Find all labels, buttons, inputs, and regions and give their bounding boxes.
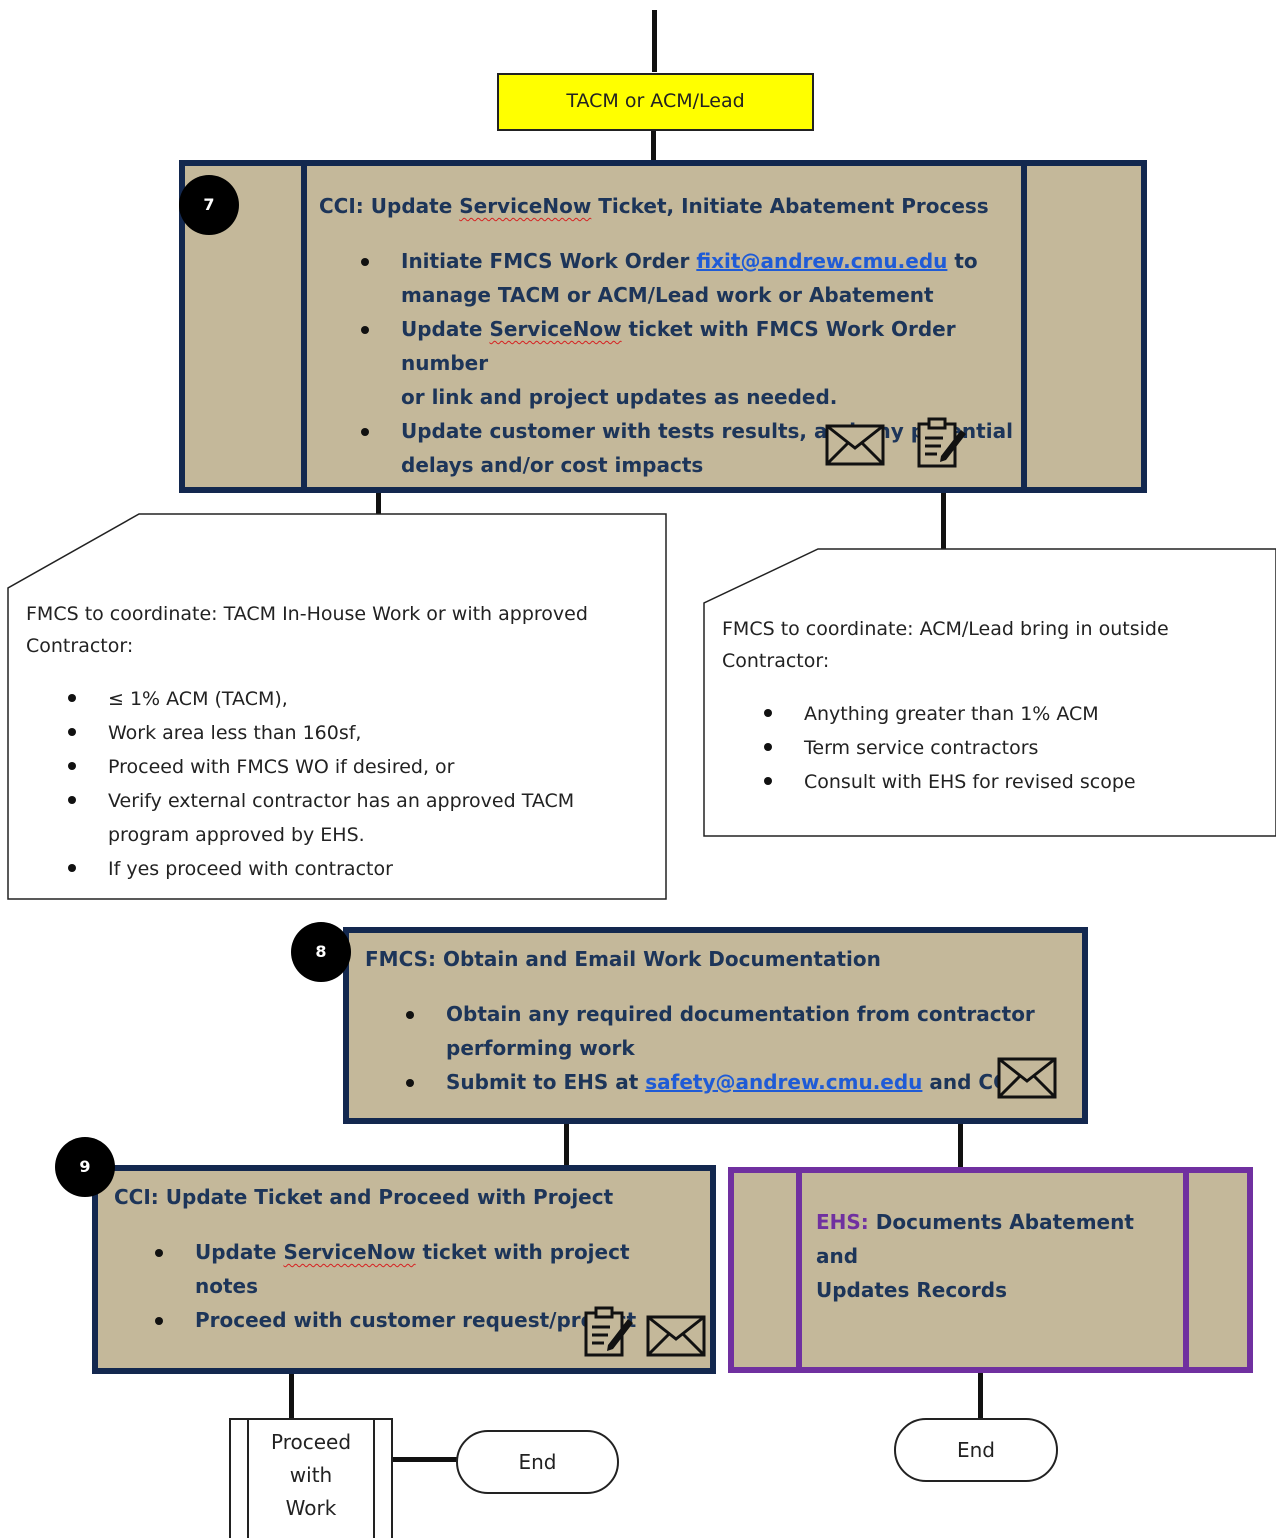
step7-number-badge: 7 bbox=[179, 175, 239, 235]
ehs-left-divider bbox=[796, 1173, 802, 1367]
list-item: ≤ 1% ACM (TACM), bbox=[68, 682, 656, 716]
connector-9-down bbox=[289, 1372, 294, 1418]
list-item: If yes proceed with contractor bbox=[68, 852, 656, 886]
end-terminal-right: End bbox=[894, 1418, 1058, 1482]
list-item: Consult with EHS for revised scope bbox=[764, 765, 1262, 799]
list-item: Proceed with FMCS WO if desired, or bbox=[68, 750, 656, 784]
list-item: Anything greater than 1% ACM bbox=[764, 697, 1262, 731]
envelope-icon bbox=[997, 1057, 1057, 1099]
clipboard-edit-icon bbox=[584, 1306, 633, 1357]
note-right: FMCS to coordinate: ACM/Lead bring in ou… bbox=[722, 613, 1262, 799]
decision-tacm-acm-lead: TACM or ACM/Lead bbox=[497, 73, 814, 131]
list-item: Initiate FMCS Work Order fixit@andrew.cm… bbox=[361, 244, 1041, 312]
step7-title: CCI: Update ServiceNow Ticket, Initiate … bbox=[319, 194, 989, 218]
end-terminal-left: End bbox=[456, 1430, 619, 1494]
list-item: Term service contractors bbox=[764, 731, 1262, 765]
list-item: Verify external contractor has an approv… bbox=[68, 784, 656, 852]
connector-top bbox=[652, 10, 657, 72]
step7-box: CCI: Update ServiceNow Ticket, Initiate … bbox=[179, 160, 1147, 493]
proceed-with-work-box: Proceed with Work bbox=[229, 1418, 393, 1538]
step9-number-badge: 9 bbox=[55, 1137, 115, 1197]
connector-7-left bbox=[376, 492, 381, 514]
note-left: FMCS to coordinate: TACM In-House Work o… bbox=[26, 598, 656, 886]
list-item: Update customer with tests results, and … bbox=[361, 414, 1041, 482]
connector-ehs-down bbox=[978, 1372, 983, 1418]
safety-email-link[interactable]: safety@andrew.cmu.edu bbox=[645, 1070, 923, 1094]
note-left-heading: FMCS to coordinate: TACM In-House Work o… bbox=[26, 603, 588, 657]
clipboard-edit-icon bbox=[917, 417, 966, 468]
note-right-shape bbox=[703, 548, 1276, 837]
proceed-text: Proceed with Work bbox=[270, 1430, 352, 1520]
step7-right-divider bbox=[1021, 166, 1027, 487]
note-left-shape bbox=[7, 513, 667, 900]
list-item: Submit to EHS at safety@andrew.cmu.edu a… bbox=[406, 1065, 1046, 1099]
decision-label: TACM or ACM/Lead bbox=[566, 90, 745, 112]
step8-title: FMCS: Obtain and Email Work Documentatio… bbox=[365, 947, 881, 971]
list-item: Work area less than 160sf, bbox=[68, 716, 656, 750]
connector-7-right bbox=[941, 492, 946, 550]
connector-8-right bbox=[958, 1123, 963, 1169]
ehs-box: EHS: Documents Abatement and Updates Rec… bbox=[728, 1167, 1253, 1373]
list-item: Update ServiceNow ticket with project no… bbox=[155, 1235, 695, 1303]
connector-8-left bbox=[564, 1123, 569, 1167]
envelope-icon bbox=[646, 1315, 706, 1357]
ehs-text: EHS: Documents Abatement and Updates Rec… bbox=[816, 1210, 1134, 1302]
step7-list: Initiate FMCS Work Order fixit@andrew.cm… bbox=[361, 244, 1041, 482]
note-left-list: ≤ 1% ACM (TACM), Work area less than 160… bbox=[68, 682, 656, 886]
step9-box: CCI: Update Ticket and Proceed with Proj… bbox=[92, 1165, 716, 1374]
proceed-right-bar bbox=[373, 1420, 375, 1538]
list-item: Update ServiceNow ticket with FMCS Work … bbox=[361, 312, 1041, 414]
step9-title: CCI: Update Ticket and Proceed with Proj… bbox=[114, 1185, 614, 1209]
step7-left-divider bbox=[301, 166, 307, 487]
list-item: Proceed with customer request/project bbox=[155, 1303, 695, 1337]
fixit-email-link[interactable]: fixit@andrew.cmu.edu bbox=[696, 249, 948, 273]
list-item: Obtain any required documentation from c… bbox=[406, 997, 1046, 1065]
ehs-right-divider bbox=[1183, 1173, 1189, 1367]
step9-list: Update ServiceNow ticket with project no… bbox=[155, 1235, 695, 1337]
proceed-left-bar bbox=[247, 1420, 249, 1538]
step8-number-badge: 8 bbox=[291, 922, 351, 982]
step8-box: FMCS: Obtain and Email Work Documentatio… bbox=[343, 927, 1088, 1124]
step8-list: Obtain any required documentation from c… bbox=[406, 997, 1046, 1099]
note-right-heading: FMCS to coordinate: ACM/Lead bring in ou… bbox=[722, 618, 1169, 672]
connector-yellow-to-7 bbox=[651, 131, 656, 161]
note-right-list: Anything greater than 1% ACM Term servic… bbox=[764, 697, 1262, 799]
envelope-icon bbox=[825, 424, 885, 466]
connector-proceed-to-end bbox=[392, 1457, 458, 1462]
